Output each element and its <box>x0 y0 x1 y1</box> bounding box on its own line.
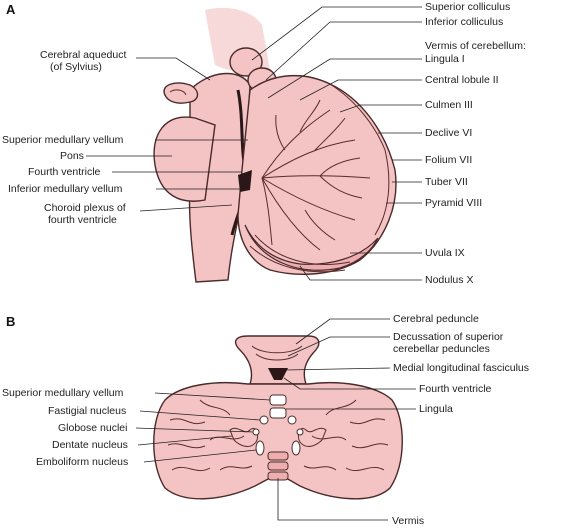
panel-a-letter: A <box>6 2 16 17</box>
label-central-lobule: Central lobule II <box>425 74 499 86</box>
leader-inferior-colliculus <box>265 21 422 81</box>
label-fastigial-nucleus: Fastigial nucleus <box>48 405 126 417</box>
fourth-ventricle-shape <box>238 170 252 192</box>
peduncle-fold-1 <box>251 345 303 354</box>
panel-a-left-labels: Cerebral aqueduct (of Sylvius) Superior … <box>2 49 248 226</box>
emboliform-nucleus-right <box>291 440 301 456</box>
fourth-ventricle-b <box>268 368 288 380</box>
peduncle-fold-2 <box>255 353 299 361</box>
label-declive: Declive VI <box>425 127 472 139</box>
cerebellum-lower-lobe <box>244 224 379 271</box>
label-fourth-ventricle-b: Fourth ventricle <box>419 383 492 395</box>
leader-fastigial-nucleus <box>139 410 261 421</box>
label-lingula-i: Lingula I <box>425 53 465 65</box>
vermis-column <box>267 394 289 481</box>
label-pons: Pons <box>60 150 84 162</box>
label-superior-medullary-vellum-b: Superior medullary vellum <box>2 387 124 399</box>
label-vermis-heading: Vermis of cerebellum: <box>425 40 526 52</box>
label-cerebral-peduncle: Cerebral peduncle <box>393 313 479 325</box>
label-vermis: Vermis <box>392 515 424 527</box>
leader-medial-longitudinal-fasciculus <box>285 367 391 371</box>
leader-lingula-i <box>267 58 422 99</box>
emboliform-nucleus-left <box>255 440 265 456</box>
leader-globose-nuclei <box>135 427 254 433</box>
cerebellum-horizontal <box>153 381 403 500</box>
leader-central-lobule <box>299 79 422 101</box>
leader-fourth-ventricle-b <box>283 377 416 390</box>
label-nodulus: Nodulus X <box>425 274 473 286</box>
label-inferior-colliculus: Inferior colliculus <box>425 16 503 28</box>
label-emboliform-nucleus: Emboliform nucleus <box>36 456 128 468</box>
panel-b-illustration <box>153 335 403 500</box>
panel-b-letter: B <box>6 314 15 329</box>
label-fourth-ventricle-a: Fourth ventricle <box>28 166 101 178</box>
leader-superior-colliculus <box>251 6 422 61</box>
label-superior-colliculus: Superior colliculus <box>425 1 510 13</box>
leader-choroid-plexus <box>139 204 233 212</box>
label-uvula: Uvula IX <box>425 247 465 259</box>
leader-vermis <box>277 478 388 521</box>
label-choroid-plexus-2: fourth ventricle <box>48 214 117 226</box>
panel-a-illustration <box>153 7 397 283</box>
globose-nucleus-right <box>296 428 304 436</box>
label-cerebral-aqueduct-1: Cerebral aqueduct <box>40 49 126 61</box>
leader-superior-medullary-vellum-b <box>154 392 271 401</box>
globose-nucleus-left <box>252 428 260 436</box>
panel-b-left-labels: Superior medullary vellum Fastigial nucl… <box>2 387 271 468</box>
thalamic-fold <box>169 89 187 96</box>
leader-emboliform-nucleus <box>143 449 257 463</box>
label-lingula-b: Lingula <box>419 403 453 415</box>
label-decussation-1: Decussation of superior <box>393 331 504 343</box>
leader-nodulus <box>299 265 422 281</box>
cerebellar-folia-a <box>249 83 390 273</box>
leader-decussation <box>287 336 390 357</box>
label-folium: Folium VII <box>425 154 472 166</box>
cerebellar-folia-b <box>167 399 389 472</box>
label-superior-medullary-vellum-a: Superior medullary vellum <box>2 134 124 146</box>
label-decussation-2: cerebellar peduncles <box>393 343 490 355</box>
leader-cerebral-peduncle <box>295 318 390 345</box>
label-dentate-nucleus: Dentate nucleus <box>52 439 128 451</box>
label-pyramid: Pyramid VIII <box>425 197 482 209</box>
label-globose-nuclei: Globose nuclei <box>58 422 127 434</box>
fastigial-nucleus-right <box>287 415 297 425</box>
label-medial-longitudinal-fasciculus: Medial longitudinal fasciculus <box>393 362 529 374</box>
cerebellum-sagittal <box>237 75 397 275</box>
label-culmen: Culmen III <box>425 99 473 111</box>
panel-a-right-labels: Superior colliculus Inferior colliculus … <box>251 1 526 286</box>
label-tuber: Tuber VII <box>425 176 468 188</box>
superior-colliculus-shape <box>229 47 263 77</box>
arbor-vitae-a <box>261 99 371 251</box>
panel-b-bottom-labels: Vermis <box>277 478 424 527</box>
leader-cerebral-aqueduct <box>136 57 211 81</box>
leader-culmen <box>339 104 422 113</box>
thalamic-curl <box>163 82 199 104</box>
fastigial-nucleus-left <box>259 415 269 425</box>
pons-shape <box>153 116 216 202</box>
label-inferior-medullary-vellum: Inferior medullary vellum <box>8 183 123 195</box>
label-cerebral-aqueduct-2: (of Sylvius) <box>50 61 102 73</box>
panel-b-right-labels: Cerebral peduncle Decussation of superio… <box>283 313 529 415</box>
leader-dentate-nucleus <box>137 435 233 446</box>
label-choroid-plexus-1: Choroid plexus of <box>44 202 126 214</box>
